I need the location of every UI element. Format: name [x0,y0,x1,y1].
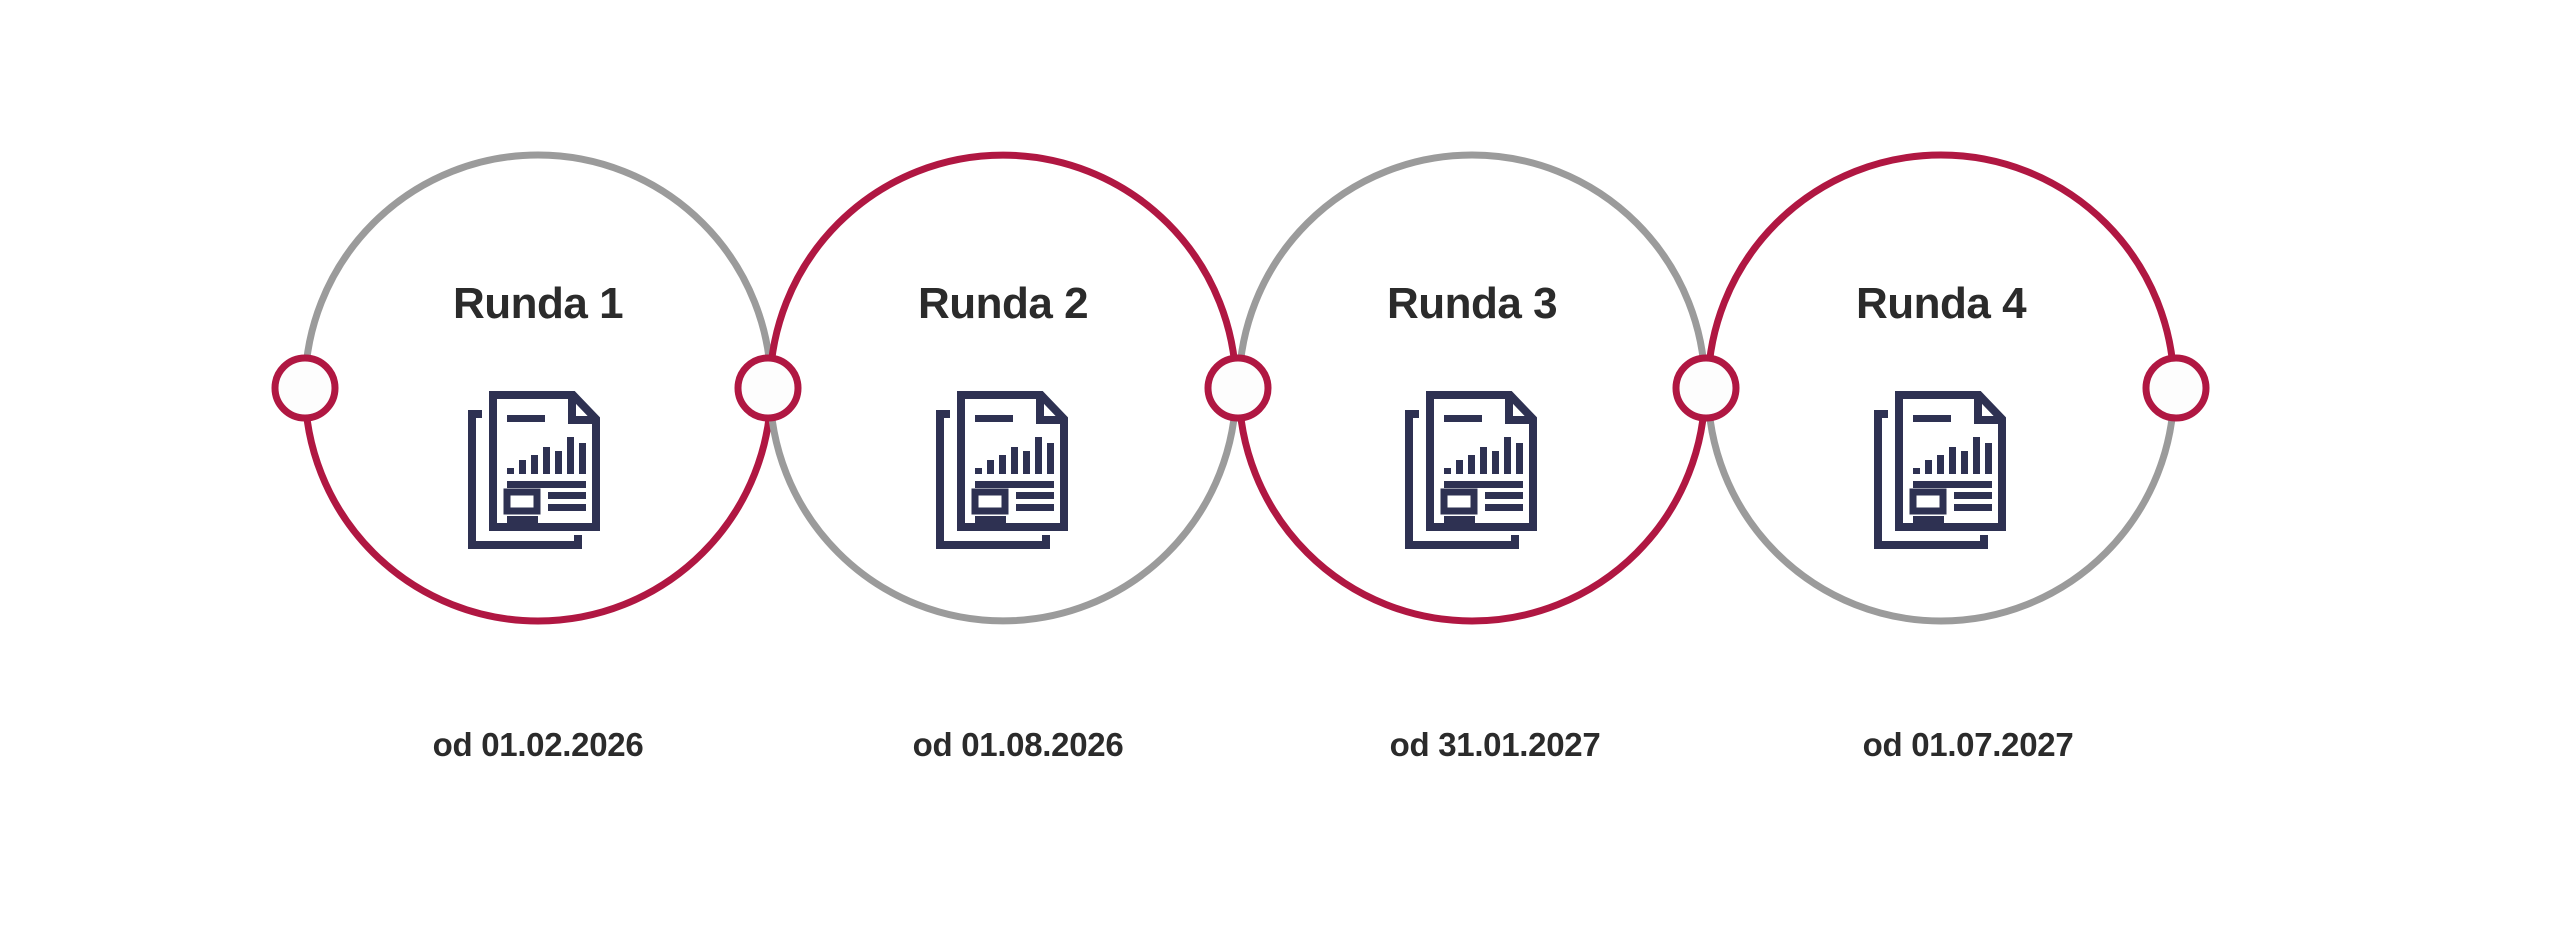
stage-3-top-arc [1235,151,1709,392]
stage-ring-2 [766,151,1240,625]
stage-date-1: od 01.02.2026 [432,726,644,763]
stage-date-2: od 01.08.2026 [912,726,1124,763]
stage-3-bottom-arc [1235,384,1709,625]
milestone-node-1 [271,354,339,422]
stage-4-top-arc [1704,151,2178,392]
document-report-icon [1397,382,1567,562]
stage-title-3: Runda 3 [1386,279,1558,328]
stage-2-bottom-arc [766,384,1240,625]
stage-ring-1 [301,151,775,625]
document-report-icon [1866,382,2036,562]
document-report-icon [928,382,1098,562]
stage-title-4: Runda 4 [1855,279,2027,328]
stage-4-bottom-arc [1704,384,2178,625]
stage-date-4: od 01.07.2027 [1862,726,2074,763]
stage-ring-3 [1235,151,1709,625]
stage-title-1: Runda 1 [452,279,624,328]
document-report-icon [460,382,630,562]
stage-2-top-arc [766,151,1240,392]
milestone-node-3 [1204,354,1272,422]
stage-title-2: Runda 2 [917,279,1089,328]
stage-1-top-arc [301,151,775,392]
stage-1-bottom-arc [301,384,775,625]
stage-date-3: od 31.01.2027 [1389,726,1601,763]
milestone-node-4 [1672,354,1740,422]
stage-ring-4 [1704,151,2178,625]
milestone-node-5 [2142,354,2210,422]
milestone-node-2 [734,354,802,422]
